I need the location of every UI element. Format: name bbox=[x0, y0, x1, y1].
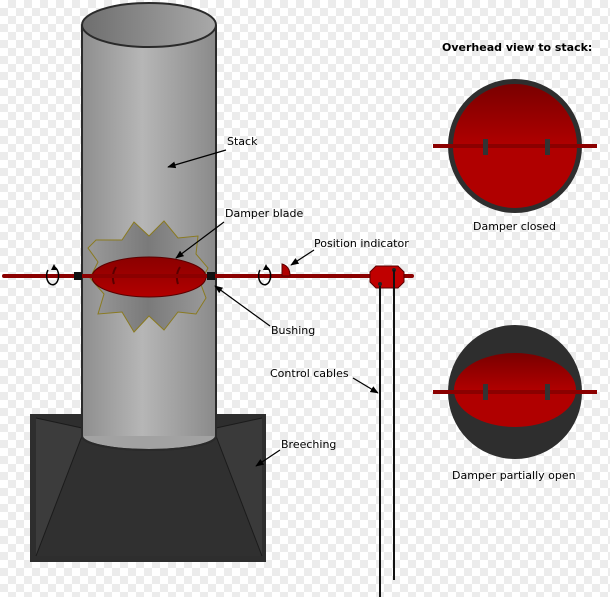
overhead-view-title: Overhead view to stack: bbox=[442, 41, 593, 54]
damper-blade-label: Damper blade bbox=[225, 207, 304, 220]
damper-lever bbox=[369, 265, 405, 289]
breeching-label: Breeching bbox=[281, 438, 337, 451]
position-indicator bbox=[281, 263, 291, 277]
position-indicator-label: Position indicator bbox=[314, 237, 409, 250]
rotation-icon bbox=[45, 264, 60, 286]
breeching-hood bbox=[30, 414, 266, 562]
position-indicator-arrow bbox=[290, 249, 315, 266]
stack-arrow bbox=[167, 149, 227, 169]
bushing-label: Bushing bbox=[271, 324, 316, 337]
overhead-damper-partially-open bbox=[433, 325, 597, 459]
breeching-arrow bbox=[255, 449, 281, 467]
damper-blade-arrow bbox=[175, 221, 225, 259]
damper-partially-open-caption: Damper partially open bbox=[452, 469, 576, 482]
bushing-arrow bbox=[214, 285, 271, 327]
leader-arrows bbox=[167, 149, 379, 467]
overhead-damper-closed bbox=[433, 79, 597, 213]
damper-closed-caption: Damper closed bbox=[473, 220, 557, 233]
stack-label: Stack bbox=[227, 135, 258, 148]
damper-shaft bbox=[2, 272, 414, 280]
control-cables-arrow bbox=[352, 377, 379, 394]
stack bbox=[81, 2, 217, 451]
control-cables bbox=[379, 270, 395, 597]
control-cables-label: Control cables bbox=[270, 367, 349, 380]
rotation-icon bbox=[257, 264, 272, 286]
